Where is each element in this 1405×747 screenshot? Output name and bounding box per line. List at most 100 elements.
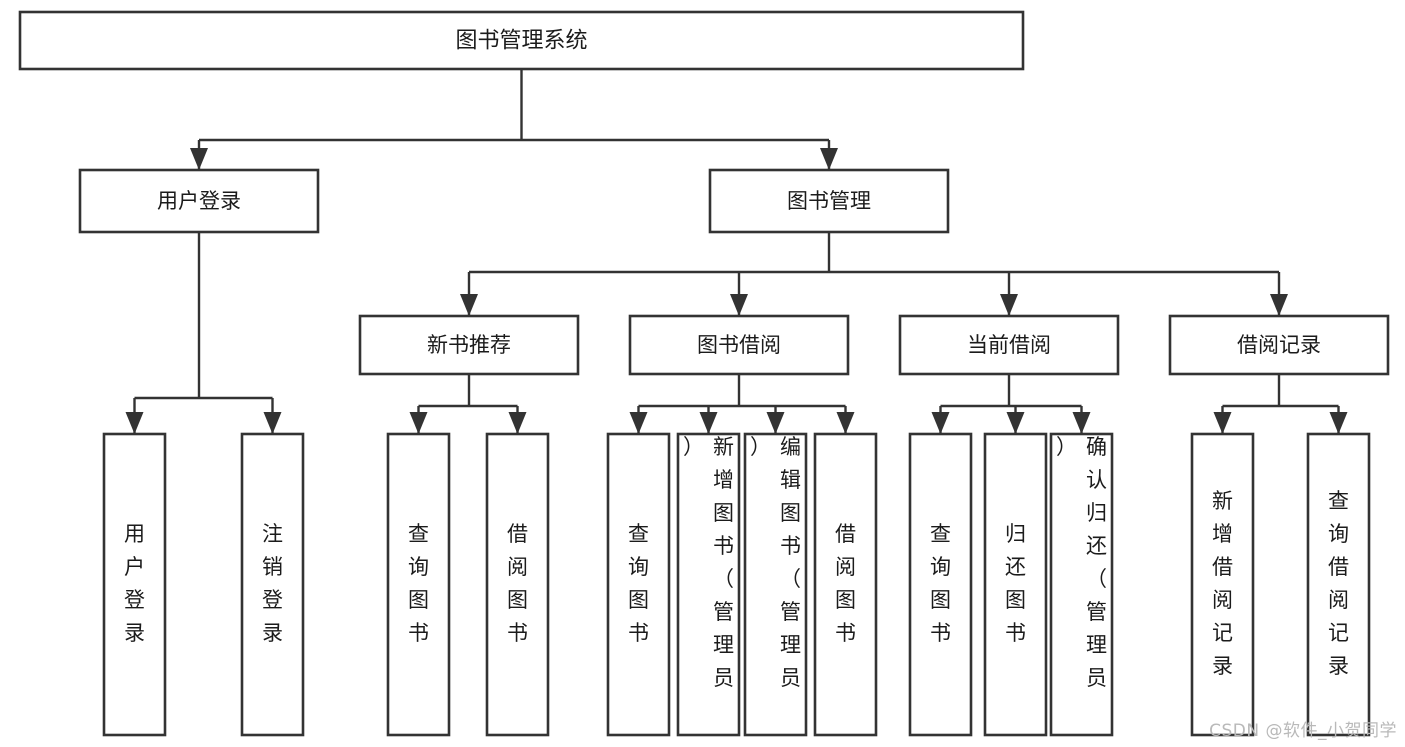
svg-text:询: 询 xyxy=(628,555,649,579)
svg-text:理: 理 xyxy=(1086,633,1107,657)
svg-text:图: 图 xyxy=(780,501,801,525)
svg-text:图: 图 xyxy=(930,588,951,612)
svg-text:户: 户 xyxy=(124,555,145,579)
svg-text:查: 查 xyxy=(930,522,951,546)
connector-arrow-icon xyxy=(1006,412,1025,434)
svg-text:归: 归 xyxy=(1005,522,1026,546)
connector-arrow-icon xyxy=(190,148,208,170)
svg-text:阅: 阅 xyxy=(1212,588,1233,612)
svg-text:书: 书 xyxy=(835,621,856,645)
svg-text:增: 增 xyxy=(1212,522,1233,546)
svg-text:确: 确 xyxy=(1086,435,1107,459)
node-root-book-management-system-label: 图书管理系统 xyxy=(455,29,587,54)
connector-arrow-icon xyxy=(1270,294,1288,316)
svg-text:记: 记 xyxy=(1328,621,1349,645)
connector-arrow-icon xyxy=(629,412,648,434)
connector-arrow-icon xyxy=(836,412,855,434)
svg-text:图: 图 xyxy=(628,588,649,612)
svg-text:阅: 阅 xyxy=(507,555,528,579)
svg-text:图: 图 xyxy=(1005,588,1026,612)
svg-text:录: 录 xyxy=(1328,654,1349,678)
node-leaf-return-book[interactable]: 归还图书归还图书 xyxy=(983,432,1048,737)
node-new-book-rec-label: 新书推荐 xyxy=(427,333,511,357)
node-current-borrow[interactable]: 当前借阅 xyxy=(898,314,1120,376)
node-leaf-query-book-rec[interactable]: 查询图书查询图书 xyxy=(386,432,451,737)
svg-text:销: 销 xyxy=(262,555,283,579)
svg-text:编: 编 xyxy=(780,435,801,459)
svg-text:增: 增 xyxy=(713,468,734,492)
node-leaf-add-borrow-record[interactable]: 新增借阅记录新增借阅记录 xyxy=(1190,432,1255,737)
svg-text:）: ） xyxy=(1056,435,1077,459)
svg-text:书: 书 xyxy=(628,621,649,645)
node-borrow-record-label: 借阅记录 xyxy=(1237,333,1321,357)
svg-text:登: 登 xyxy=(124,588,145,612)
svg-text:询: 询 xyxy=(1328,522,1349,546)
svg-text:图: 图 xyxy=(507,588,528,612)
node-book-manage[interactable]: 图书管理 xyxy=(708,168,950,234)
node-leaf-query-borrow-record[interactable]: 查询借阅记录查询借阅记录 xyxy=(1306,432,1371,737)
svg-text:借: 借 xyxy=(507,522,528,546)
connector-arrow-icon xyxy=(125,412,144,434)
svg-text:员: 员 xyxy=(713,666,734,690)
node-book-manage-label: 图书管理 xyxy=(787,189,871,213)
connector-arrow-icon xyxy=(699,412,718,434)
node-new-book-rec[interactable]: 新书推荐 xyxy=(358,314,580,376)
connector-arrow-icon xyxy=(820,148,838,170)
node-leaf-query-book-borrow[interactable]: 查询图书查询图书 xyxy=(606,432,671,737)
connector-arrow-icon xyxy=(460,294,478,316)
node-leaf-borrow-book[interactable]: 借阅图书借阅图书 xyxy=(813,432,878,737)
svg-text:用: 用 xyxy=(124,522,145,546)
node-current-borrow-label: 当前借阅 xyxy=(967,333,1051,357)
connector-arrow-icon xyxy=(1072,412,1091,434)
svg-text:理: 理 xyxy=(780,633,801,657)
node-leaf-logout-login[interactable]: 注销登录注销登录 xyxy=(240,432,305,737)
svg-text:归: 归 xyxy=(1086,501,1107,525)
svg-text:图: 图 xyxy=(835,588,856,612)
connectors-layer xyxy=(125,69,1348,434)
node-leaf-borrow-book-rec[interactable]: 借阅图书借阅图书 xyxy=(485,432,550,737)
node-leaf-user-login[interactable]: 用户登录用户登录 xyxy=(102,432,167,737)
node-user-login[interactable]: 用户登录 xyxy=(78,168,320,234)
node-leaf-query-book-current[interactable]: 查询图书查询图书 xyxy=(908,432,973,737)
svg-text:记: 记 xyxy=(1212,621,1233,645)
connector-arrow-icon xyxy=(263,412,282,434)
svg-text:登: 登 xyxy=(262,588,283,612)
svg-text:阅: 阅 xyxy=(835,555,856,579)
svg-text:书: 书 xyxy=(507,621,528,645)
svg-text:图: 图 xyxy=(408,588,429,612)
svg-text:书: 书 xyxy=(1005,621,1026,645)
svg-text:）: ） xyxy=(750,435,771,459)
svg-text:询: 询 xyxy=(408,555,429,579)
svg-text:辑: 辑 xyxy=(780,468,801,492)
svg-text:录: 录 xyxy=(124,621,145,645)
svg-text:录: 录 xyxy=(1212,654,1233,678)
svg-text:图: 图 xyxy=(713,501,734,525)
nodes-layer: 图书管理系统用户登录图书管理新书推荐图书借阅当前借阅借阅记录用户登录用户登录注销… xyxy=(18,10,1390,737)
svg-text:注: 注 xyxy=(262,522,283,546)
connector-arrow-icon xyxy=(730,294,748,316)
svg-text:查: 查 xyxy=(628,522,649,546)
node-borrow-record[interactable]: 借阅记录 xyxy=(1168,314,1390,376)
svg-text:）: ） xyxy=(683,435,704,459)
svg-text:借: 借 xyxy=(1328,555,1349,579)
svg-text:认: 认 xyxy=(1086,468,1107,492)
connector-arrow-icon xyxy=(508,412,527,434)
svg-text:阅: 阅 xyxy=(1328,588,1349,612)
connector-arrow-icon xyxy=(1000,294,1018,316)
connector-arrow-icon xyxy=(409,412,428,434)
svg-text:（: （ xyxy=(713,567,734,591)
svg-text:还: 还 xyxy=(1005,555,1026,579)
node-book-borrow-label: 图书借阅 xyxy=(697,333,781,357)
node-book-borrow[interactable]: 图书借阅 xyxy=(628,314,850,376)
svg-text:管: 管 xyxy=(1086,600,1107,624)
svg-text:借: 借 xyxy=(835,522,856,546)
connector-arrow-icon xyxy=(1329,412,1348,434)
node-root-book-management-system[interactable]: 图书管理系统 xyxy=(18,10,1025,71)
connector-arrow-icon xyxy=(766,412,785,434)
svg-text:管: 管 xyxy=(713,600,734,624)
svg-text:查: 查 xyxy=(408,522,429,546)
